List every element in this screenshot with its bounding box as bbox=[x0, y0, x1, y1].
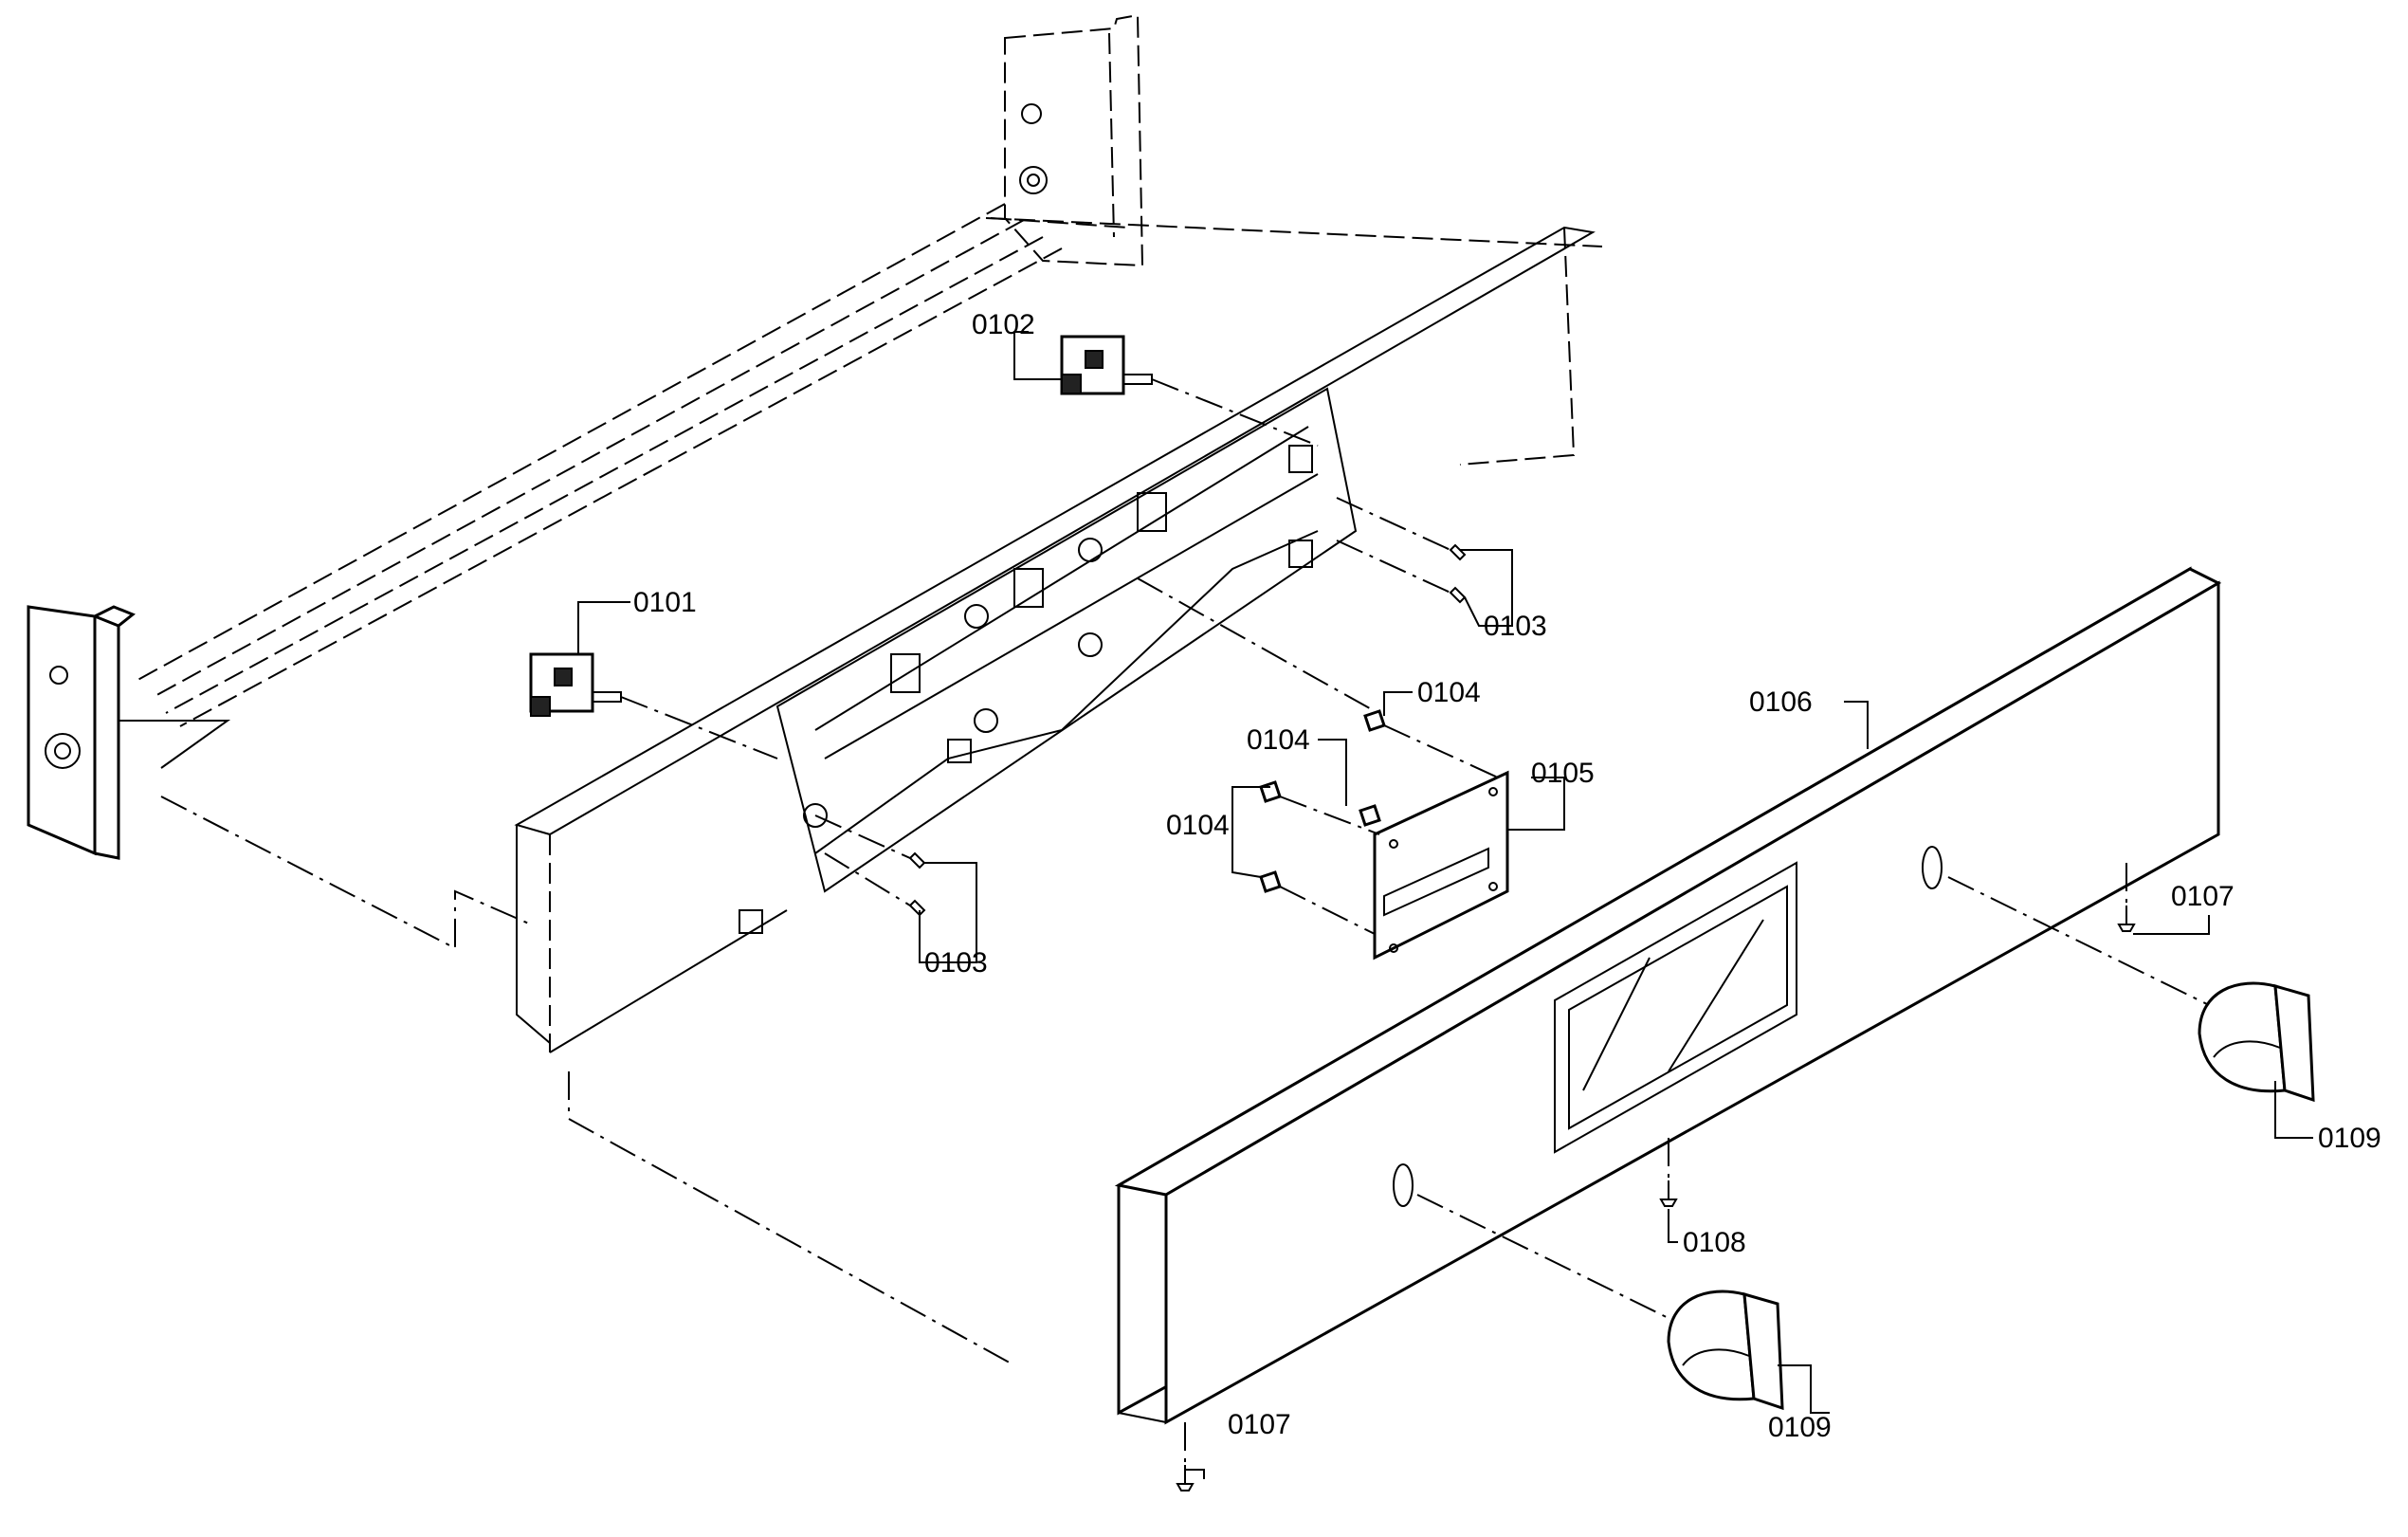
label-0107-right: 0107 bbox=[2171, 881, 2235, 912]
label-0108: 0108 bbox=[1683, 1227, 1746, 1258]
knob-0109-right[interactable] bbox=[2198, 981, 2315, 1103]
board-0105[interactable] bbox=[1373, 770, 1509, 961]
spacers-0104[interactable] bbox=[1137, 577, 1499, 935]
part-labels: 0101 0102 0103 0103 0104 0104 0104 0105 … bbox=[633, 309, 2381, 1443]
control-panel-0106[interactable] bbox=[1114, 566, 2222, 1425]
label-0107-left: 0107 bbox=[1228, 1409, 1291, 1440]
screws-0103-left[interactable] bbox=[814, 814, 926, 917]
label-0103-left: 0103 bbox=[924, 947, 988, 979]
oven-frame bbox=[27, 13, 1603, 1366]
label-0104-left: 0104 bbox=[1166, 810, 1230, 841]
screws-0103-right[interactable] bbox=[1336, 497, 1467, 604]
label-0106: 0106 bbox=[1749, 686, 1813, 718]
label-0105: 0105 bbox=[1531, 758, 1595, 789]
label-0109-center: 0109 bbox=[1768, 1412, 1832, 1443]
label-0109-right: 0109 bbox=[2318, 1123, 2381, 1154]
screw-0107-right[interactable] bbox=[2117, 863, 2136, 932]
label-0103-right: 0103 bbox=[1484, 611, 1547, 642]
label-0101: 0101 bbox=[633, 587, 697, 618]
knob-0109-center[interactable] bbox=[1667, 1290, 1784, 1411]
mounting-bracket bbox=[514, 226, 1596, 1053]
leader-lines bbox=[577, 331, 2313, 1479]
label-0104-middle: 0104 bbox=[1247, 724, 1310, 756]
screw-0107-left[interactable] bbox=[1176, 1422, 1195, 1491]
label-0102: 0102 bbox=[972, 309, 1035, 340]
switch-0102[interactable] bbox=[1060, 335, 1319, 447]
screw-0108[interactable] bbox=[1659, 1138, 1678, 1207]
switch-0101[interactable] bbox=[529, 652, 778, 759]
label-0104-top: 0104 bbox=[1417, 677, 1481, 708]
